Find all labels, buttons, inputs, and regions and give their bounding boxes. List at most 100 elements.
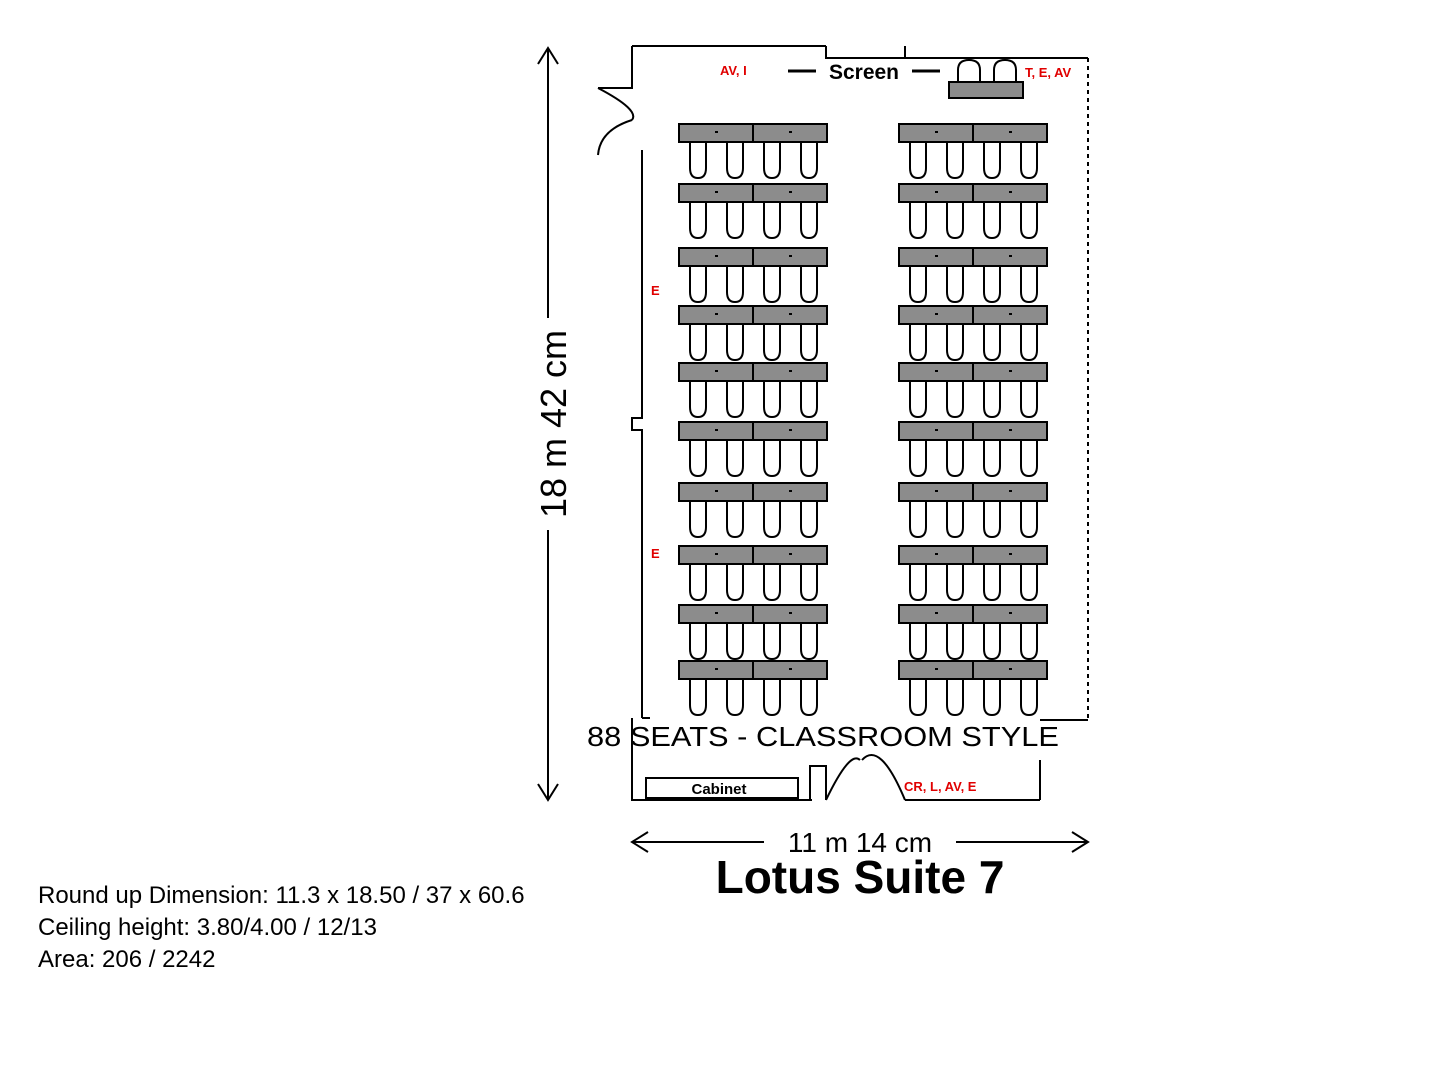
table-mark bbox=[935, 490, 938, 492]
chair bbox=[983, 324, 1001, 362]
chair bbox=[909, 202, 927, 240]
chair bbox=[800, 142, 818, 180]
chair bbox=[909, 266, 927, 304]
chair bbox=[909, 324, 927, 362]
table-mark bbox=[715, 255, 718, 257]
chair bbox=[983, 440, 1001, 478]
chair bbox=[909, 381, 927, 419]
chair bbox=[689, 266, 707, 304]
width-dimension-line bbox=[630, 831, 1090, 853]
chair bbox=[983, 564, 1001, 602]
chair bbox=[909, 679, 927, 717]
chair bbox=[800, 623, 818, 661]
chair bbox=[983, 266, 1001, 304]
table-mark bbox=[715, 429, 718, 431]
chair bbox=[726, 623, 744, 661]
chair bbox=[800, 324, 818, 362]
chair bbox=[946, 623, 964, 661]
chair bbox=[726, 202, 744, 240]
chair bbox=[689, 501, 707, 539]
chair bbox=[946, 266, 964, 304]
ceiling-height: Ceiling height: 3.80/4.00 / 12/13 bbox=[38, 914, 377, 941]
chair bbox=[983, 142, 1001, 180]
chair bbox=[983, 381, 1001, 419]
table-mark bbox=[715, 668, 718, 670]
table-mark bbox=[1009, 429, 1012, 431]
table-mark bbox=[1009, 131, 1012, 133]
table-mark bbox=[935, 191, 938, 193]
chair bbox=[763, 324, 781, 362]
chair bbox=[726, 564, 744, 602]
chair bbox=[1020, 202, 1038, 240]
table-mark bbox=[1009, 370, 1012, 372]
table-mark bbox=[1009, 313, 1012, 315]
bottom-door bbox=[825, 754, 906, 801]
outlet-label-left-upper: E bbox=[651, 283, 660, 298]
table-mark bbox=[715, 612, 718, 614]
chair bbox=[689, 679, 707, 717]
chair bbox=[909, 501, 927, 539]
table-mark bbox=[935, 370, 938, 372]
chair bbox=[763, 440, 781, 478]
height-dimension-line bbox=[537, 46, 559, 802]
chair bbox=[800, 679, 818, 717]
chair bbox=[946, 142, 964, 180]
table-mark bbox=[789, 313, 792, 315]
table-mark bbox=[935, 313, 938, 315]
chair bbox=[946, 564, 964, 602]
width-dimension-label: 11 m 14 cm bbox=[788, 827, 932, 858]
table-mark bbox=[715, 313, 718, 315]
chair bbox=[1020, 324, 1038, 362]
chair bbox=[689, 623, 707, 661]
table-mark bbox=[789, 490, 792, 492]
chair bbox=[909, 440, 927, 478]
chair bbox=[726, 142, 744, 180]
outlet-label-left-lower: E bbox=[651, 546, 660, 561]
chair bbox=[689, 202, 707, 240]
chair bbox=[689, 440, 707, 478]
chair bbox=[763, 623, 781, 661]
chair bbox=[983, 679, 1001, 717]
chair bbox=[689, 324, 707, 362]
chair bbox=[726, 440, 744, 478]
height-dimension-label: 18 m 42 cm bbox=[533, 330, 574, 518]
chair bbox=[946, 679, 964, 717]
table-mark bbox=[789, 668, 792, 670]
cabinet: Cabinet bbox=[645, 777, 799, 799]
table-mark bbox=[935, 255, 938, 257]
chair bbox=[1020, 381, 1038, 419]
outlet-label-top-left: AV, I bbox=[720, 63, 747, 78]
table-mark bbox=[789, 131, 792, 133]
chair bbox=[800, 202, 818, 240]
left-door bbox=[597, 87, 635, 156]
chair bbox=[946, 501, 964, 539]
cabinet-label: Cabinet bbox=[691, 781, 746, 798]
table-mark bbox=[789, 429, 792, 431]
chair bbox=[763, 564, 781, 602]
chair bbox=[1020, 679, 1038, 717]
seating-caption: 88 SEATS - CLASSROOM STYLE bbox=[587, 721, 1059, 752]
screen-label: Screen bbox=[829, 61, 899, 84]
chair bbox=[946, 324, 964, 362]
chair bbox=[983, 202, 1001, 240]
chair bbox=[800, 266, 818, 304]
chair bbox=[726, 381, 744, 419]
table-mark bbox=[789, 191, 792, 193]
chair bbox=[983, 501, 1001, 539]
outlet-label-top-right: T, E, AV bbox=[1025, 65, 1072, 80]
chair bbox=[726, 324, 744, 362]
table-mark bbox=[789, 553, 792, 555]
table-mark bbox=[789, 612, 792, 614]
chair bbox=[726, 679, 744, 717]
chair bbox=[689, 564, 707, 602]
table-mark bbox=[715, 131, 718, 133]
chair bbox=[1020, 564, 1038, 602]
room-title: Lotus Suite 7 bbox=[716, 851, 1005, 903]
table-mark bbox=[1009, 490, 1012, 492]
chair bbox=[1020, 142, 1038, 180]
chair bbox=[689, 381, 707, 419]
classroom-tables bbox=[678, 123, 1048, 717]
chair bbox=[909, 564, 927, 602]
table-mark bbox=[1009, 668, 1012, 670]
